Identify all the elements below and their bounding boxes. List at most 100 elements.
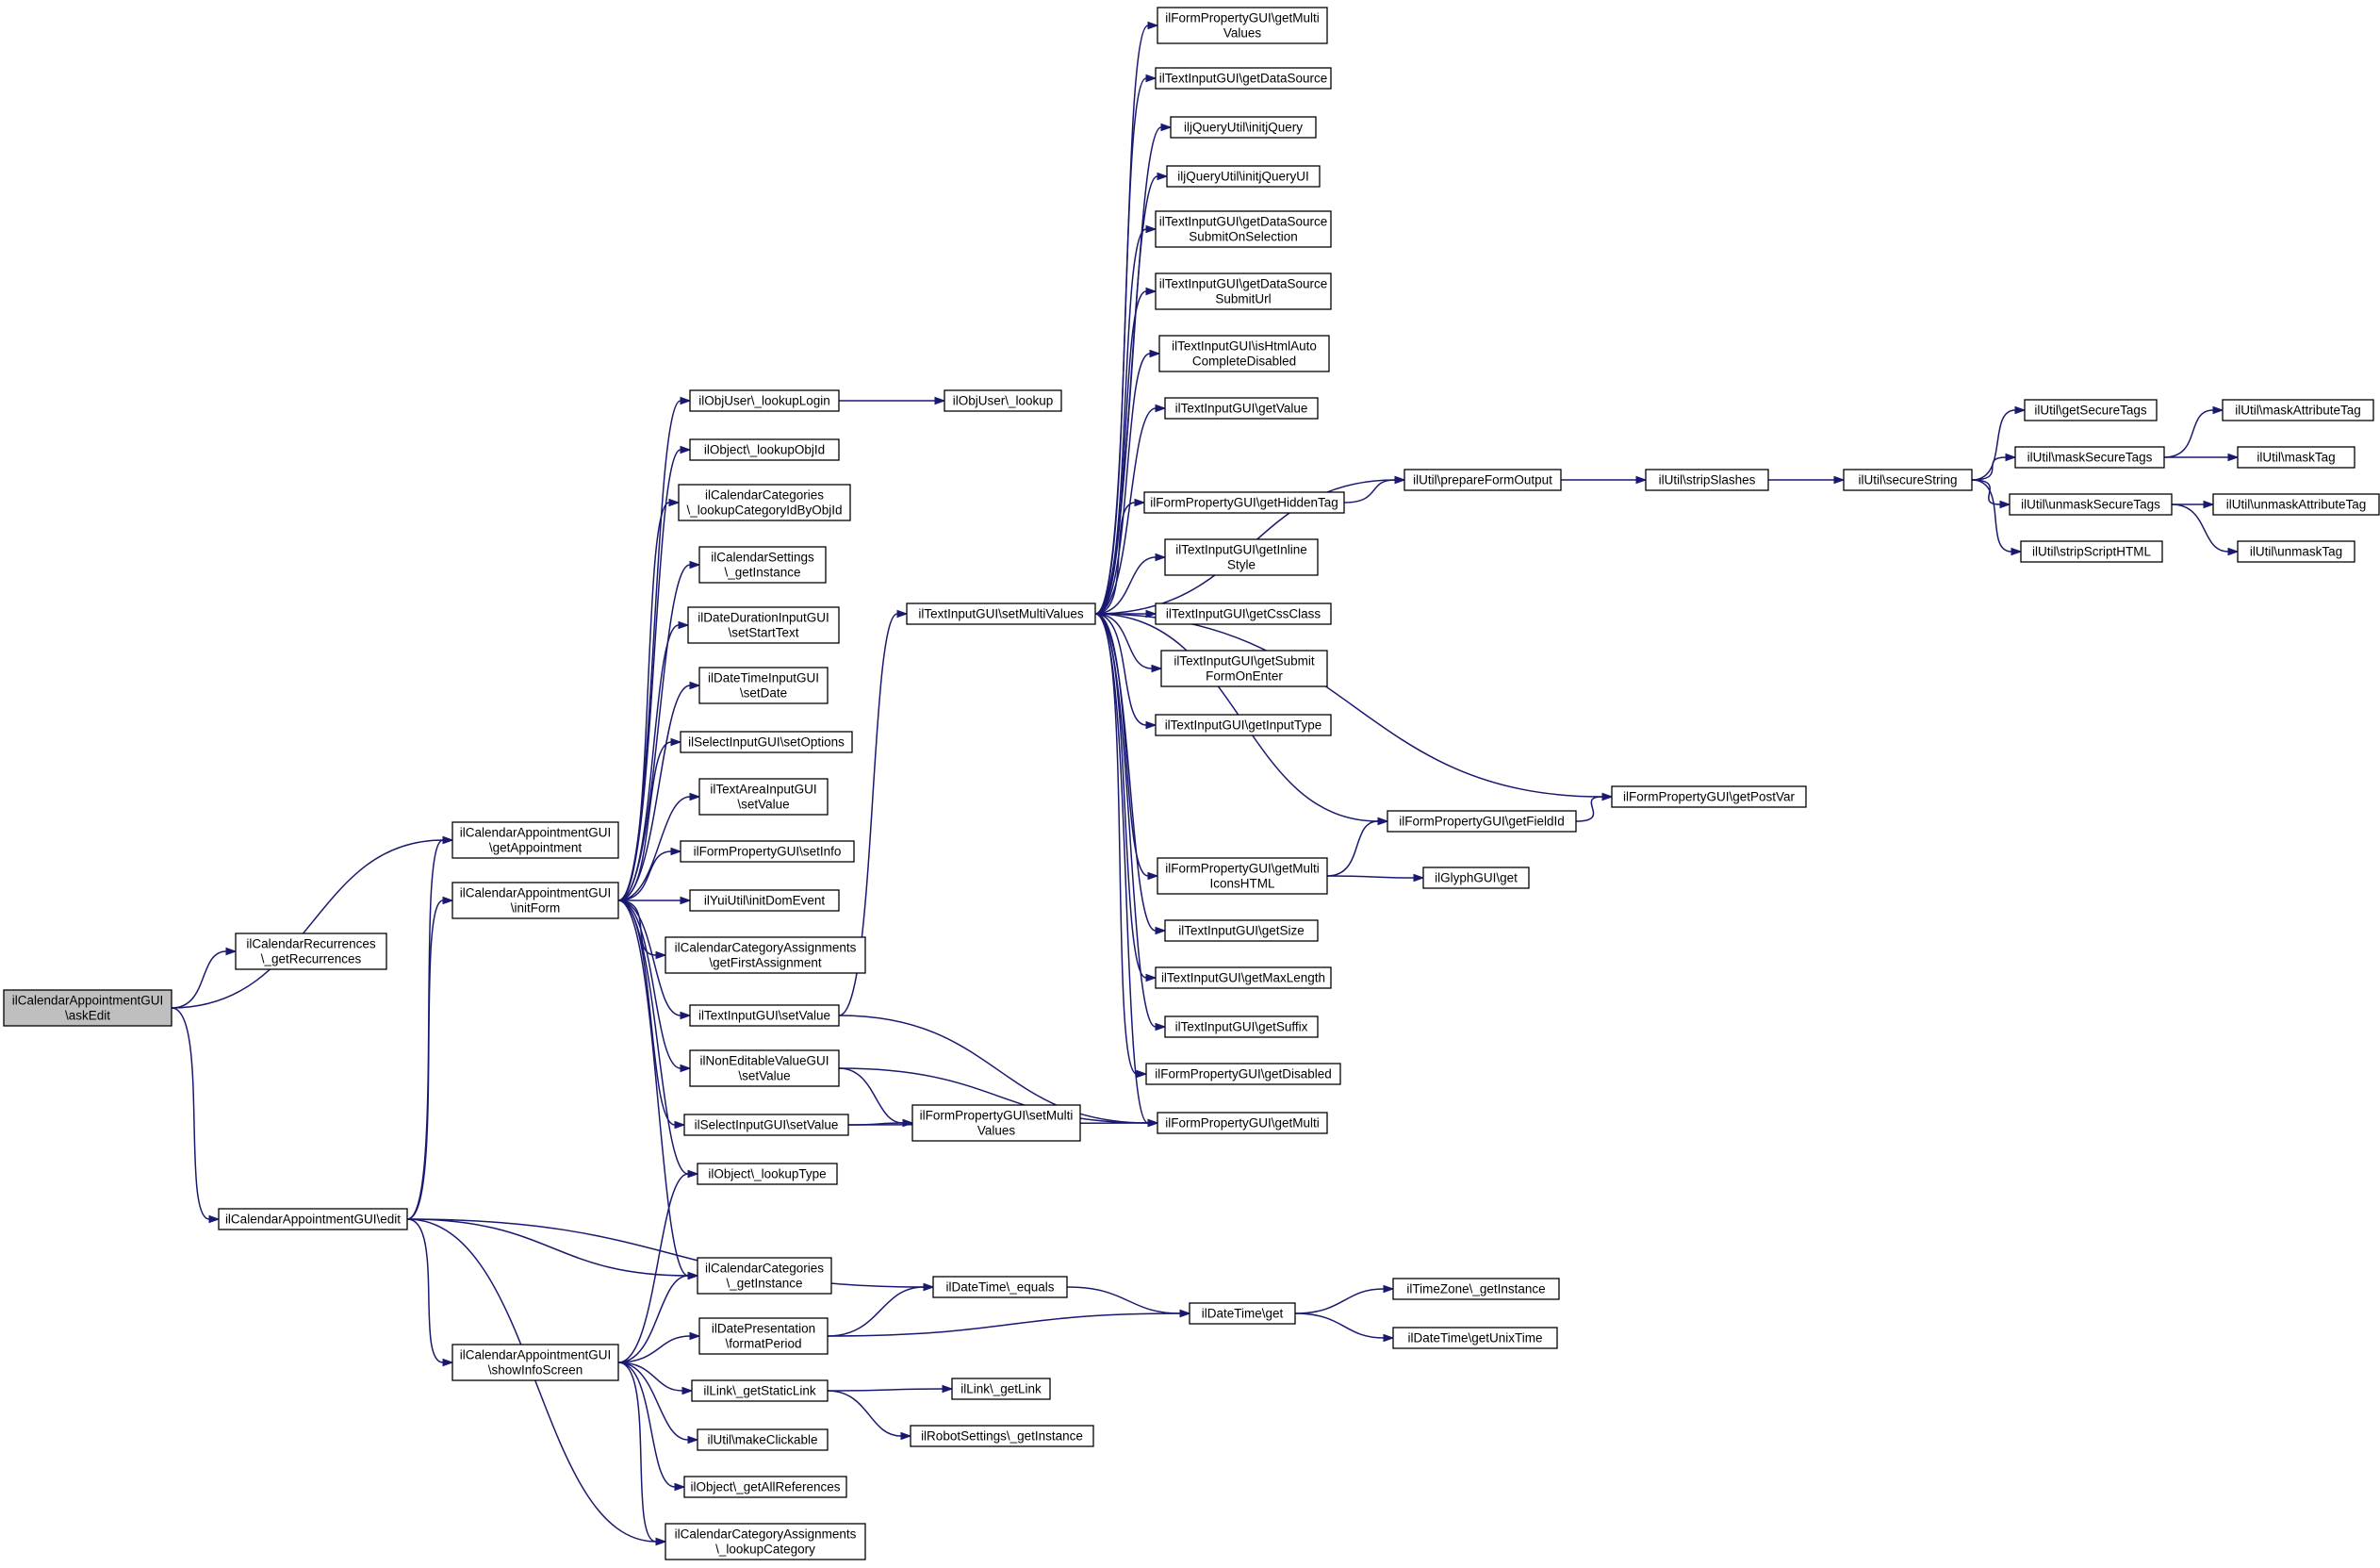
node-formSetMultiValues[interactable]: ilFormPropertyGUI\setMultiValues bbox=[911, 1104, 1081, 1142]
node-linkGetLink[interactable]: ilLink\_getLink bbox=[951, 1378, 1051, 1400]
edge-prepareFormOutput-to-stripSlashes bbox=[1560, 475, 1648, 485]
node-robotGetInstance[interactable]: ilRobotSettings\_getInstance bbox=[910, 1425, 1094, 1447]
node-getAppointment[interactable]: ilCalendarAppointmentGUI\getAppointment bbox=[451, 821, 619, 859]
node-getSuffix[interactable]: ilTextInputGUI\getSuffix bbox=[1164, 1015, 1319, 1038]
node-box bbox=[698, 1317, 829, 1355]
node-lookupCategoryIdByObjId[interactable]: ilCalendarCategories\_lookupCategoryIdBy… bbox=[678, 484, 851, 521]
node-label: ilLink\_getLink bbox=[960, 1382, 1042, 1396]
edge-line bbox=[1094, 407, 1157, 615]
edge-line bbox=[406, 900, 444, 1220]
node-getRecurrences[interactable]: ilCalendarRecurrences\_getRecurrences bbox=[235, 933, 387, 970]
node-setStartText[interactable]: ilDateDurationInputGUI\setStartText bbox=[687, 606, 840, 644]
node-stripSlashes[interactable]: ilUtil\stripSlashes bbox=[1645, 469, 1769, 491]
node-selectInputSetValue[interactable]: ilSelectInputGUI\setValue bbox=[683, 1114, 849, 1136]
node-timeZoneGetInstance[interactable]: ilTimeZone\_getInstance bbox=[1392, 1278, 1560, 1300]
edge-line bbox=[1326, 875, 1415, 879]
node-stripScriptHTML[interactable]: ilUtil\stripScriptHTML bbox=[2020, 540, 2163, 563]
node-settingsGetInstance[interactable]: ilCalendarSettings\_getInstance bbox=[698, 546, 827, 584]
node-setInfo[interactable]: ilFormPropertyGUI\setInfo bbox=[680, 840, 855, 863]
node-secureString[interactable]: ilUtil\secureString bbox=[1843, 469, 1973, 491]
edge-line bbox=[406, 1218, 689, 1277]
node-lookupCategory[interactable]: ilCalendarCategoryAssignments\_lookupCat… bbox=[665, 1523, 866, 1560]
node-askEdit[interactable]: ilCalendarAppointmentGUI\askEdit bbox=[3, 989, 172, 1027]
node-nonEditableSetValue[interactable]: ilNonEditableValueGUI\setValue bbox=[689, 1049, 840, 1087]
edge-line bbox=[617, 741, 672, 901]
node-lookupLogin[interactable]: ilObjUser\_lookupLogin bbox=[689, 389, 840, 412]
node-getDataSourceSubmitOnSelection[interactable]: ilTextInputGUI\getDataSourceSubmitOnSele… bbox=[1155, 210, 1332, 248]
node-initjQueryUI[interactable]: iljQueryUtil\initjQueryUI bbox=[1166, 165, 1321, 188]
node-label: ilDatePresentation bbox=[712, 1322, 815, 1336]
node-maskSecureTags[interactable]: ilUtil\maskSecureTags bbox=[2014, 446, 2165, 469]
edge-dateTimeGet-to-getUnixTime bbox=[1294, 1312, 1395, 1343]
node-lookupType[interactable]: ilObject\_lookupType bbox=[697, 1163, 838, 1185]
node-dateTimeEquals[interactable]: ilDateTime\_equals bbox=[932, 1276, 1068, 1298]
node-getFirstAssignment[interactable]: ilCalendarCategoryAssignments\getFirstAs… bbox=[665, 936, 866, 974]
node-label: ilCalendarAppointmentGUI bbox=[12, 994, 164, 1008]
edge-line bbox=[1971, 479, 2001, 505]
node-categoriesGetInstance[interactable]: ilCalendarCategories\_getInstance bbox=[697, 1257, 832, 1295]
node-getMulti[interactable]: ilFormPropertyGUI\getMulti bbox=[1157, 1112, 1328, 1134]
node-getStaticLink[interactable]: ilLink\_getStaticLink bbox=[691, 1379, 829, 1402]
node-unmaskSecureTags[interactable]: ilUtil\unmaskSecureTags bbox=[2009, 493, 2173, 516]
node-lookup[interactable]: ilObjUser\_lookup bbox=[944, 389, 1062, 412]
node-label: ilTextInputGUI\getInputType bbox=[1165, 718, 1322, 733]
node-initDomEvent[interactable]: ilYuiUtil\initDomEvent bbox=[689, 889, 840, 912]
node-getSecureTags[interactable]: ilUtil\getSecureTags bbox=[2024, 399, 2158, 421]
node-label: ilUtil\getSecureTags bbox=[2034, 404, 2147, 418]
node-getInputType[interactable]: ilTextInputGUI\getInputType bbox=[1155, 714, 1332, 736]
node-label: ilCalendarAppointmentGUI bbox=[460, 826, 612, 840]
node-box bbox=[687, 606, 840, 644]
node-getPostVar[interactable]: ilFormPropertyGUI\getPostVar bbox=[1611, 785, 1807, 808]
arrowhead-icon bbox=[1601, 792, 1614, 801]
node-formatPeriod[interactable]: ilDatePresentation\formatPeriod bbox=[698, 1317, 829, 1355]
arrowhead-icon bbox=[2212, 405, 2224, 415]
node-getAllReferences[interactable]: ilObject\_getAllReferences bbox=[683, 1476, 847, 1498]
edge-initForm-to-lookupLogin bbox=[617, 396, 692, 901]
node-makeClickable[interactable]: ilUtil\makeClickable bbox=[697, 1428, 829, 1451]
node-unmaskTag[interactable]: ilUtil\unmaskTag bbox=[2237, 540, 2355, 563]
node-getDataSource[interactable]: ilTextInputGUI\getDataSource bbox=[1155, 67, 1332, 90]
node-glyphGet[interactable]: ilGlyphGUI\get bbox=[1422, 867, 1530, 889]
node-label: ilTextAreaInputGUI bbox=[710, 783, 816, 797]
node-getUnixTime[interactable]: ilDateTime\getUnixTime bbox=[1392, 1327, 1558, 1349]
node-maskAttributeTag[interactable]: ilUtil\maskAttributeTag bbox=[2222, 399, 2374, 421]
node-getSize[interactable]: ilTextInputGUI\getSize bbox=[1164, 919, 1319, 942]
node-getValue[interactable]: ilTextInputGUI\getValue bbox=[1164, 397, 1319, 420]
node-prepareFormOutput[interactable]: ilUtil\prepareFormOutput bbox=[1403, 469, 1562, 491]
node-box bbox=[944, 389, 1062, 412]
node-label: ilTextInputGUI\getDataSource bbox=[1159, 215, 1328, 229]
node-unmaskAttributeTag[interactable]: ilUtil\unmaskAttributeTag bbox=[2212, 493, 2380, 516]
arrowhead-icon bbox=[687, 1435, 699, 1444]
node-dateTimeGet[interactable]: ilDateTime\get bbox=[1189, 1302, 1296, 1325]
node-isHtmlAutoCompleteDisabled[interactable]: ilTextInputGUI\isHtmlAutoCompleteDisable… bbox=[1158, 335, 1330, 372]
node-maskTag[interactable]: ilUtil\maskTag bbox=[2237, 446, 2355, 469]
node-initForm[interactable]: ilCalendarAppointmentGUI\initForm bbox=[451, 882, 619, 919]
node-setDate[interactable]: ilDateTimeInputGUI\setDate bbox=[698, 667, 829, 704]
node-initjQuery[interactable]: iljQueryUtil\initjQuery bbox=[1170, 116, 1317, 139]
node-showInfoScreen[interactable]: ilCalendarAppointmentGUI\showInfoScreen bbox=[451, 1344, 619, 1381]
node-box bbox=[1157, 857, 1328, 895]
node-lookupObjId[interactable]: ilObject\_lookupObjId bbox=[689, 438, 840, 461]
node-textInputSetValue[interactable]: ilTextInputGUI\setValue bbox=[689, 1004, 840, 1027]
node-getFieldId[interactable]: ilFormPropertyGUI\getFieldId bbox=[1387, 810, 1577, 833]
node-getDisabled[interactable]: ilFormPropertyGUI\getDisabled bbox=[1145, 1063, 1341, 1085]
node-label: ilUtil\maskAttributeTag bbox=[2235, 404, 2361, 418]
node-setOptions[interactable]: ilSelectInputGUI\setOptions bbox=[680, 731, 853, 753]
node-setMultiValues[interactable]: ilTextInputGUI\setMultiValues bbox=[906, 602, 1096, 625]
edge-getMultiIconsHTML-to-getFieldId bbox=[1326, 817, 1389, 877]
node-getCssClass[interactable]: ilTextInputGUI\getCssClass bbox=[1155, 602, 1332, 625]
edge-setMultiValues-to-getInlineStyle bbox=[1094, 553, 1167, 615]
edge-textInputSetValue-to-setMultiValues bbox=[838, 609, 909, 1016]
node-box bbox=[689, 438, 840, 461]
node-edit[interactable]: ilCalendarAppointmentGUI\edit bbox=[218, 1208, 408, 1230]
node-box bbox=[1189, 1302, 1296, 1325]
node-getHiddenTag[interactable]: ilFormPropertyGUI\getHiddenTag bbox=[1143, 491, 1345, 514]
edge-line bbox=[617, 449, 681, 901]
node-textAreaSetValue[interactable]: ilTextAreaInputGUI\setValue bbox=[698, 778, 829, 816]
node-getMaxLength[interactable]: ilTextInputGUI\getMaxLength bbox=[1155, 966, 1332, 989]
